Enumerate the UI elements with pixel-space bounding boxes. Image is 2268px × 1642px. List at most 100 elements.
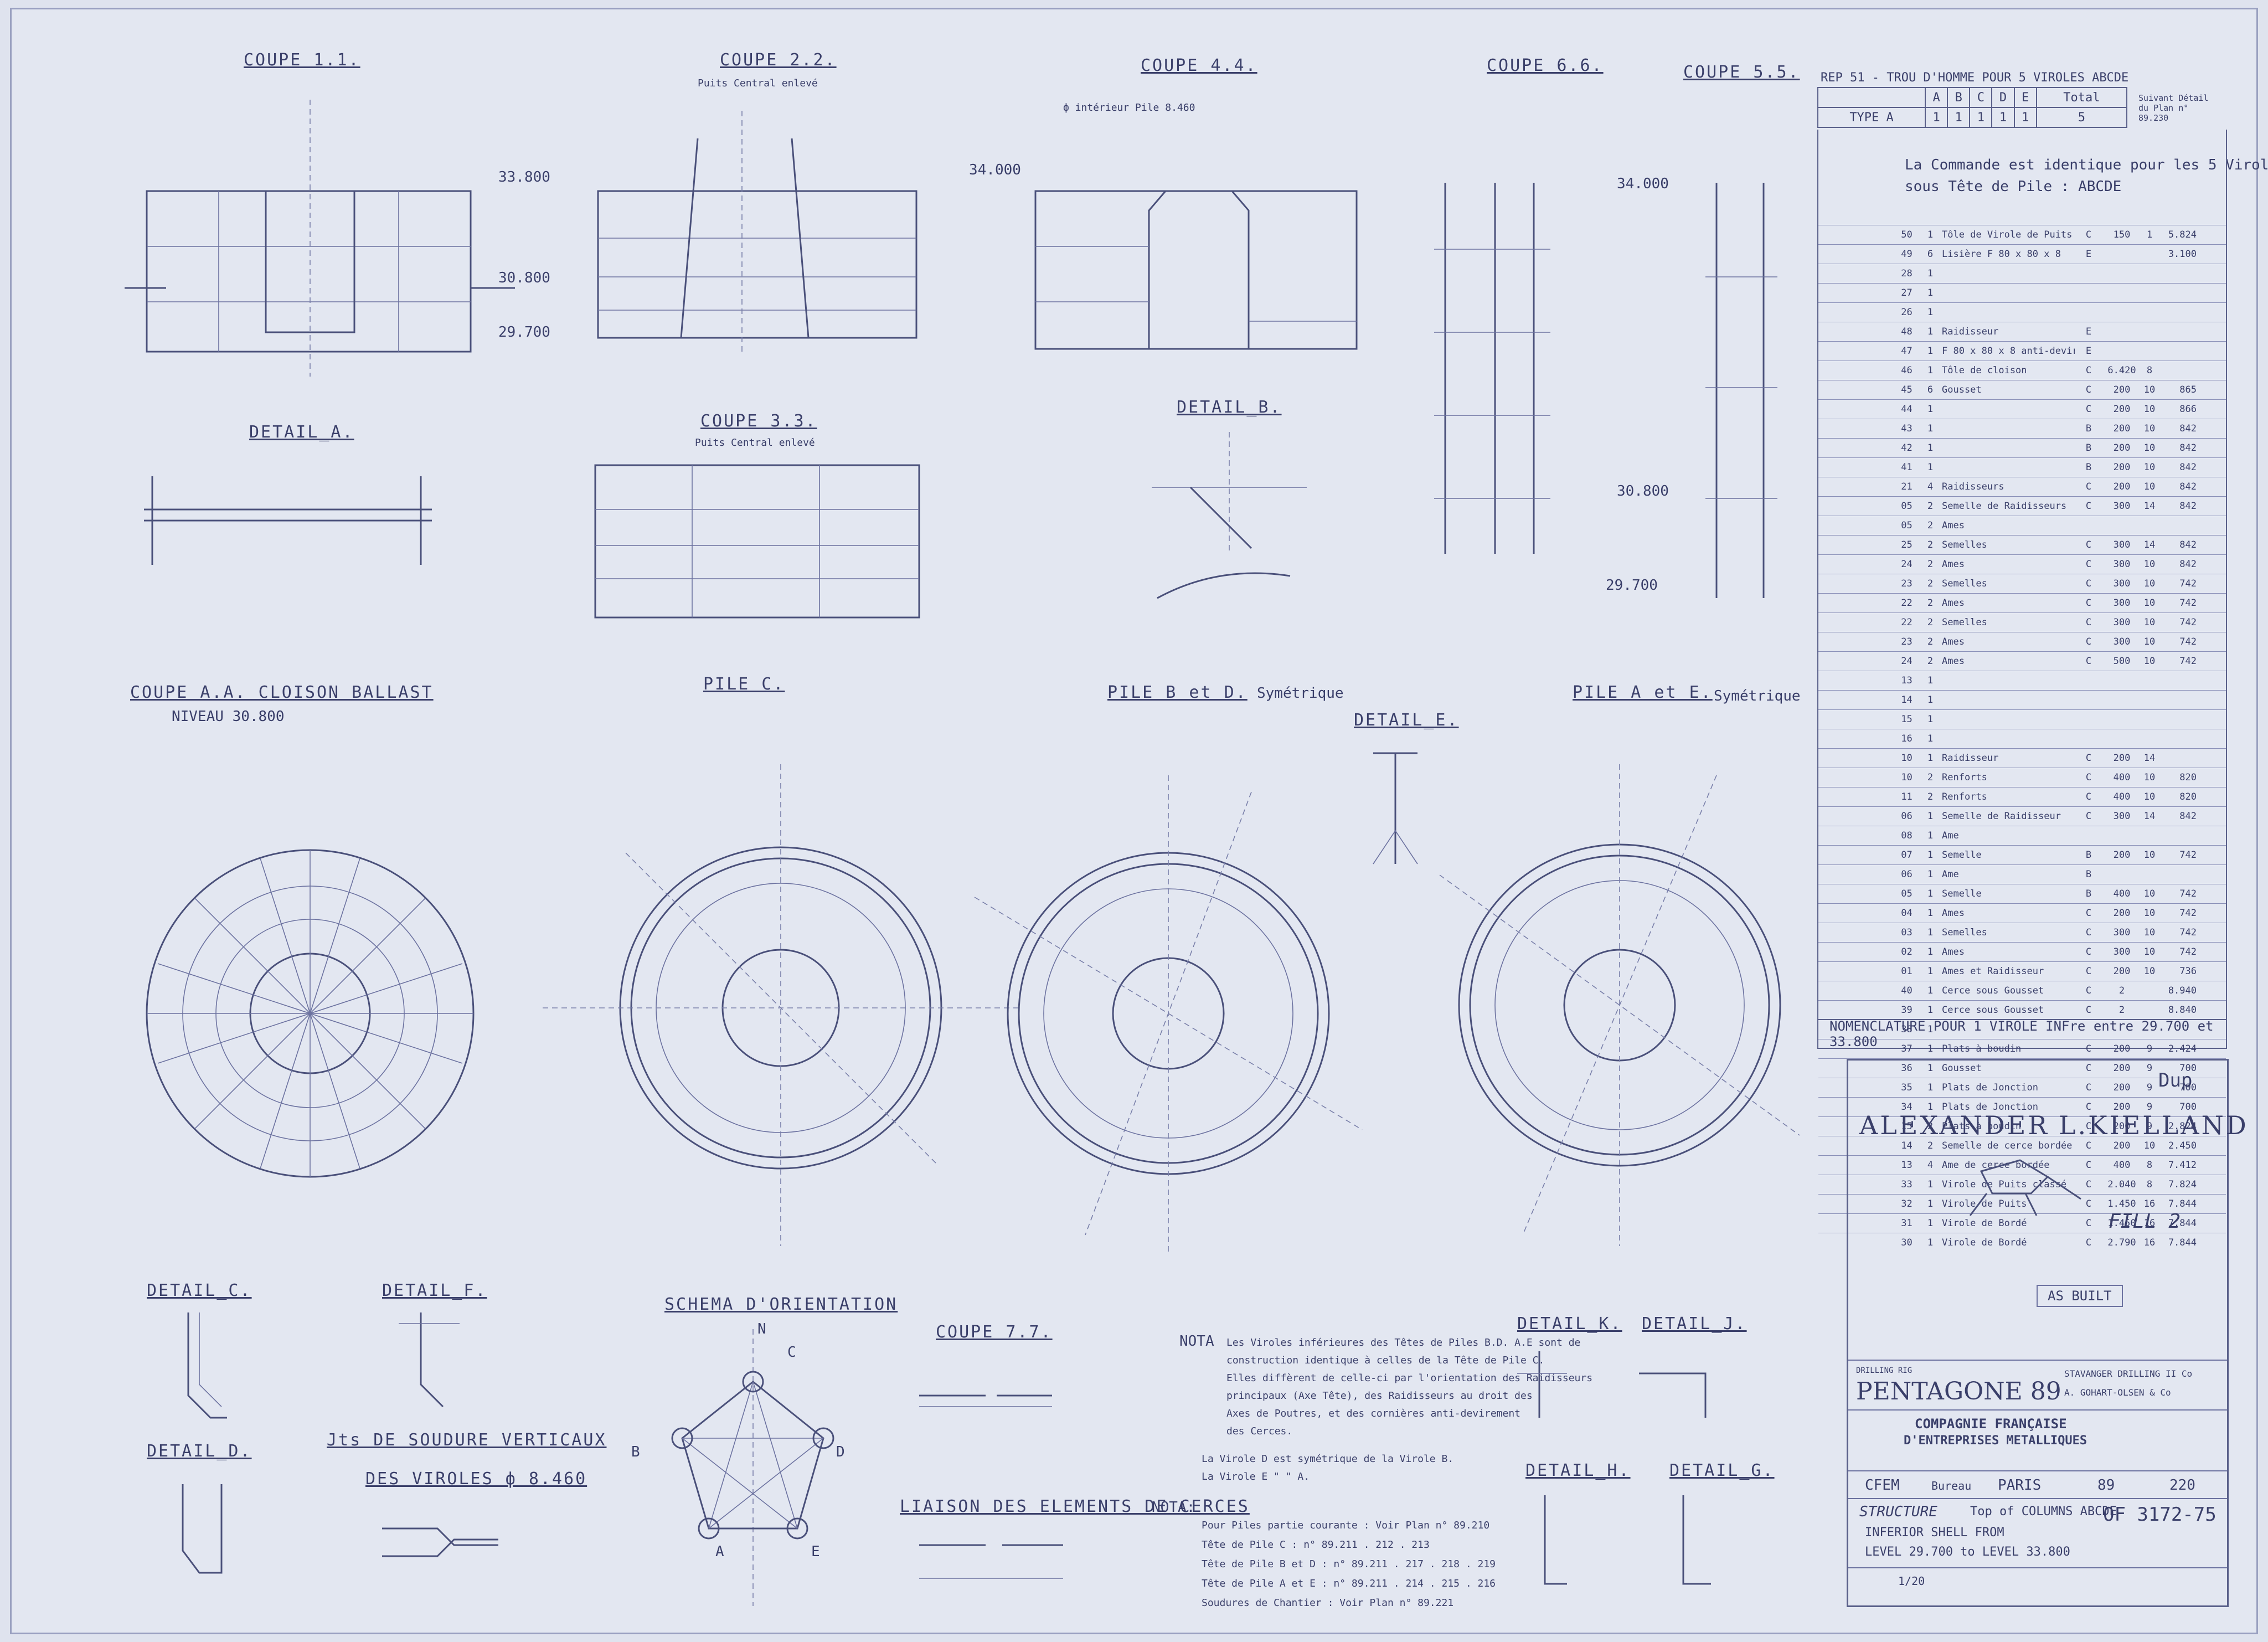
cell-n: 6 xyxy=(1927,249,1934,260)
soudure-title-2: DES VIROLES ф 8.460 xyxy=(365,1469,587,1489)
nota-line: principaux (Axe Tête), des Raidisseurs a… xyxy=(1226,1390,1533,1402)
detail-c-drawing xyxy=(187,1312,227,1419)
cfem-label: CFEM xyxy=(1865,1477,1900,1494)
cell-dim: 1.450 xyxy=(2107,1198,2136,1209)
cell-n: 2 xyxy=(1927,656,1934,667)
nota2-line: Soudures de Chantier : Voir Plan n° 89.2… xyxy=(1202,1597,1453,1609)
cell-desig: Semelle de Raidisseurs xyxy=(1942,501,2067,512)
cell-dim: 200 xyxy=(2113,1043,2131,1054)
cell-poids: 8.940 xyxy=(2168,985,2197,996)
cell-x: 8 xyxy=(2146,1179,2153,1190)
detail-f-title: DETAIL_F. xyxy=(382,1281,487,1300)
pile-ae-symmetric: Symétrique xyxy=(1714,688,1801,704)
cell-mat: C xyxy=(2085,578,2092,589)
cell-mat: C xyxy=(2085,985,2092,996)
cell-n: 1 xyxy=(1927,753,1934,764)
detail-k-drawing xyxy=(1517,1351,1567,1418)
cell-n: 2 xyxy=(1927,617,1934,628)
cell-dim: 400 xyxy=(2113,1160,2131,1171)
cell-n: 1 xyxy=(1927,1237,1934,1248)
cell-n: 1 xyxy=(1927,1198,1934,1209)
rig-icon xyxy=(1969,1159,2081,1216)
owner: STAVANGER DRILLING II Co xyxy=(2064,1368,2193,1379)
pile-bd-symmetric: Symétrique xyxy=(1257,685,1344,702)
cell-poids: 742 xyxy=(2179,927,2197,938)
cell-rep: 34 xyxy=(1901,1101,1913,1113)
cell-desig: Semelles xyxy=(1942,578,1987,589)
level-label: 30.800 xyxy=(498,270,550,286)
level-label: 34.000 xyxy=(969,162,1021,178)
brand-right: L.KIELLAND xyxy=(2059,1110,2249,1140)
cell-mat: C xyxy=(2085,753,2092,764)
trou-homme-col: B xyxy=(1947,87,1971,108)
cell-poids: 2.424 xyxy=(2168,1043,2197,1054)
cell-dim: 300 xyxy=(2113,501,2131,512)
cell-desig: Semelle xyxy=(1942,850,1982,861)
cell-rep: 10 xyxy=(1901,772,1913,783)
cell-dim: 200 xyxy=(2113,1121,2131,1132)
cell-rep: 35 xyxy=(1901,1082,1913,1093)
cell-dim: 200 xyxy=(2113,850,2131,861)
cell-rep: 31 xyxy=(1901,1218,1913,1229)
trou-homme-row-label: TYPE A xyxy=(1817,107,1926,128)
cell-poids: 7.844 xyxy=(2168,1237,2197,1248)
cell-poids: 865 xyxy=(2179,384,2197,395)
cell-desig: Renforts xyxy=(1942,791,1987,802)
cell-dim: 200 xyxy=(2113,481,2131,492)
cell-x: 10 xyxy=(2143,617,2156,628)
cell-mat: C xyxy=(2085,946,2092,958)
cell-x: 10 xyxy=(2143,772,2156,783)
pile-bd-title: PILE B et D. xyxy=(1107,683,1248,702)
company-line-2: D'ENTREPRISES METALLIQUES xyxy=(1904,1434,2087,1448)
cell-desig: Semelle de cerce bordée xyxy=(1942,1140,2073,1151)
trou-homme-cell: 1 xyxy=(1947,107,1971,128)
cell-x: 10 xyxy=(2143,791,2156,802)
cell-rep: 13 xyxy=(1901,1160,1913,1171)
cell-rep: 15 xyxy=(1901,1121,1913,1132)
cell-n: 1 xyxy=(1927,714,1934,725)
cell-rep: 47 xyxy=(1901,346,1913,357)
cell-desig: Renforts xyxy=(1942,772,1987,783)
cell-poids: 842 xyxy=(2179,559,2197,570)
level-label: 29.700 xyxy=(1606,577,1658,594)
cell-mat: E xyxy=(2085,249,2092,260)
cell-n: 2 xyxy=(1927,1121,1934,1132)
cell-x: 16 xyxy=(2143,1218,2156,1229)
pile-bd-plan xyxy=(974,775,1363,1252)
cell-x: 9 xyxy=(2146,1043,2153,1054)
cell-mat: B xyxy=(2085,869,2092,880)
cell-rep: 03 xyxy=(1901,927,1913,938)
cell-desig: Plats de Jonction xyxy=(1942,1082,2038,1093)
cell-desig: Ames xyxy=(1942,908,1965,919)
cell-desig: Plats de Jonction xyxy=(1942,1101,2038,1113)
level-label: 30.800 xyxy=(1617,483,1669,500)
cell-desig: Semelle de Raidisseur xyxy=(1942,811,2061,822)
cell-rep: 22 xyxy=(1901,598,1913,609)
cell-n: 6 xyxy=(1927,384,1934,395)
cell-mat: C xyxy=(2085,1160,2092,1171)
cell-poids: 742 xyxy=(2179,946,2197,958)
cell-x: 10 xyxy=(2143,404,2156,415)
cell-n: 1 xyxy=(1927,966,1934,977)
cell-desig: Tôle de cloison xyxy=(1942,365,2027,376)
cell-rep: 06 xyxy=(1901,811,1913,822)
cell-mat: C xyxy=(2085,966,2092,977)
cell-dim: 2.790 xyxy=(2107,1237,2136,1248)
schema-label-d: D xyxy=(836,1444,845,1460)
nota2-line: Tête de Pile A et E : n° 89.211 . 214 . … xyxy=(1202,1578,1496,1589)
detail-h-drawing xyxy=(1544,1495,1567,1585)
cell-mat: C xyxy=(2085,1218,2092,1229)
cell-dim: 300 xyxy=(2113,539,2131,550)
trou-homme-block: REP 51 - TROU D'HOMME POUR 5 VIROLES ABC… xyxy=(1817,69,2227,130)
coupe-1-1-drawing xyxy=(125,100,515,377)
drilling-rig-label: DRILLING RIG xyxy=(1856,1366,1913,1375)
coupe-4-4-drawing xyxy=(1034,190,1358,350)
cell-dim: 300 xyxy=(2113,617,2131,628)
agent: A. GOHART-OLSEN & Co xyxy=(2064,1387,2171,1398)
cell-desig: Gousset xyxy=(1942,384,1982,395)
